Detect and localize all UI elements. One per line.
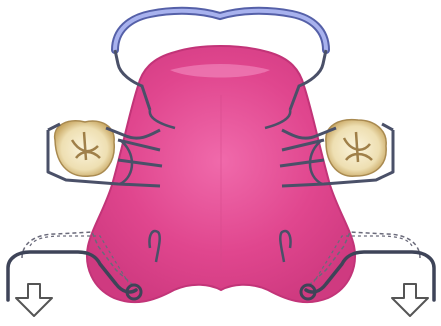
arrow-down-icon — [392, 284, 428, 316]
arrow-down-icon — [16, 284, 52, 316]
molar-tooth-left — [55, 121, 115, 176]
